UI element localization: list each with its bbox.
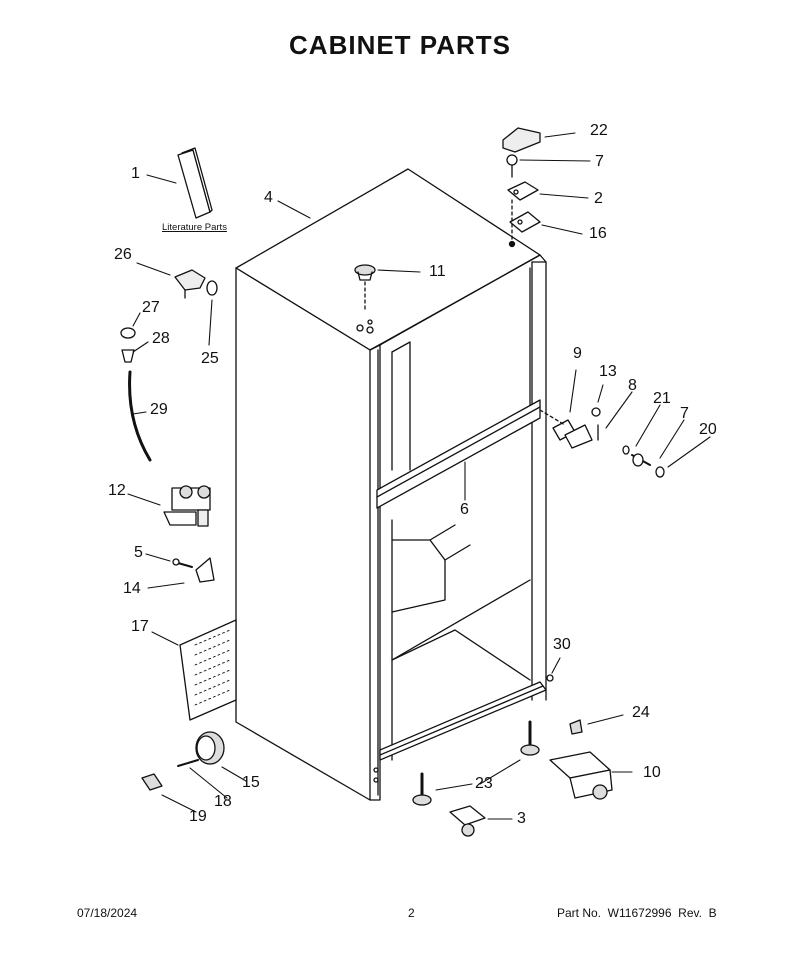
callout-1: 1 [131,165,140,182]
callout-16: 16 [589,225,607,242]
callout-25: 25 [201,350,219,367]
hole-plug [354,264,376,311]
callout-5: 5 [134,544,143,561]
bottom-bracket-screw [546,674,554,682]
literature-part [177,147,213,219]
callout-7-top: 7 [595,153,604,170]
callout-24: 24 [632,704,650,721]
callout-28: 28 [152,330,170,347]
callout-17: 17 [131,618,149,635]
callout-4: 4 [264,189,273,206]
callout-10: 10 [643,764,661,781]
callout-3: 3 [517,810,526,827]
cabinet-body [235,168,547,801]
callout-27: 27 [142,299,160,316]
callout-30: 30 [553,636,571,653]
literature-parts-label: Literature Parts [162,222,227,233]
callout-11: 11 [429,263,446,280]
screw-and-clip [172,557,215,583]
footer-page-number: 2 [408,906,415,920]
callout-2: 2 [594,190,603,207]
leader-lines [127,132,711,820]
water-valve [163,485,211,527]
callout-12: 12 [108,482,126,499]
center-hinge-hardware [539,407,665,478]
callout-18: 18 [214,793,232,810]
callout-8: 8 [628,377,637,394]
top-hinge-assembly [502,127,541,248]
callout-21: 21 [653,390,671,407]
callout-13: 13 [599,363,617,380]
callout-7-right: 7 [680,405,689,422]
callout-19: 19 [189,808,207,825]
page-title: CABINET PARTS [289,30,511,60]
tubing-parts [120,327,152,462]
callout-22: 22 [590,122,608,139]
callout-14: 14 [123,580,141,597]
footer-part-number: Part No. W11672996 Rev. B [557,906,717,920]
callout-15: 15 [242,774,260,791]
callout-23: 23 [475,775,493,792]
front-roller-assembly [549,719,613,800]
callout-20: 20 [699,421,717,438]
footer-date: 07/18/2024 [77,906,138,920]
rear-roller [449,805,486,837]
callout-6: 6 [460,501,469,518]
rear-cover [179,619,237,721]
water-fitting [174,269,218,299]
callout-29: 29 [150,401,168,418]
callout-26: 26 [114,246,132,263]
callout-9: 9 [573,345,582,362]
leveling-legs [412,720,540,806]
rear-wheel [141,731,225,791]
